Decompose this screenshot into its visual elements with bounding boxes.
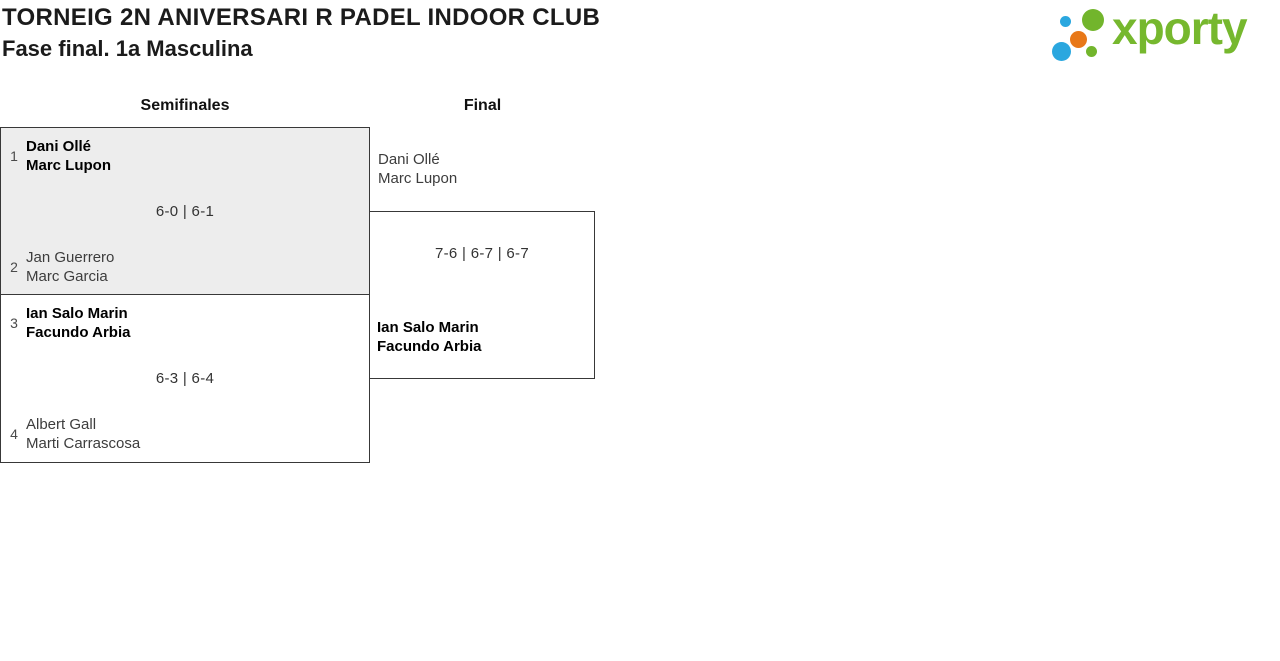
team-name-line: Marc Lupon xyxy=(378,170,458,187)
logo-dot-green-small-icon xyxy=(1086,46,1097,57)
semifinal-1-team-top: 1 Dani Ollé Marc Lupon xyxy=(7,137,111,175)
final-team-top: Dani Ollé Marc Lupon xyxy=(378,150,457,188)
team-name-line: Dani Ollé xyxy=(378,151,440,168)
round-label-final: Final xyxy=(463,97,502,114)
seed-number: 4 xyxy=(10,426,18,442)
logo-dot-green-big-icon xyxy=(1082,9,1104,31)
team-name-line: Marti Carrascosa xyxy=(26,435,141,452)
match-score: 6-0 | 6-1 xyxy=(155,203,215,220)
team-name-line: Marc Lupon xyxy=(26,157,111,174)
team-name-line: Ian Salo Marin xyxy=(26,305,128,322)
seed-number: 2 xyxy=(10,259,18,275)
team-names: Dani Ollé Marc Lupon xyxy=(26,137,111,175)
team-name-line: Jan Guerrero xyxy=(26,249,115,266)
round-label-semifinales: Semifinales xyxy=(140,97,230,114)
match-semifinal-1[interactable]: 1 Dani Ollé Marc Lupon 6-0 | 6-1 2 Jan G… xyxy=(0,127,370,295)
match-score: 7-6 | 6-7 | 6-7 xyxy=(434,245,529,262)
page-title: TORNEIG 2N ANIVERSARI R PADEL INDOOR CLU… xyxy=(2,4,601,31)
team-names: Albert Gall Marti Carrascosa xyxy=(26,415,140,453)
semifinal-1-team-bottom: 2 Jan Guerrero Marc Garcia xyxy=(7,248,114,286)
team-name-line: Marc Garcia xyxy=(26,268,108,285)
seed-number: 3 xyxy=(10,315,18,331)
seed-number: 1 xyxy=(10,148,18,164)
team-name-line: Facundo Arbia xyxy=(377,338,482,355)
logo-dot-blue-small-icon xyxy=(1060,16,1071,27)
match-semifinal-2[interactable]: 3 Ian Salo Marin Facundo Arbia 6-3 | 6-4… xyxy=(0,294,370,463)
semifinal-2-team-bottom: 4 Albert Gall Marti Carrascosa xyxy=(7,415,140,453)
team-name-line: Albert Gall xyxy=(26,416,97,433)
page-subtitle: Fase final. 1a Masculina xyxy=(2,36,253,61)
xporty-logo[interactable]: xporty xyxy=(1048,2,1280,68)
team-name-line: Dani Ollé xyxy=(26,138,92,155)
logo-dot-orange-icon xyxy=(1070,31,1087,48)
final-team-bottom: Ian Salo Marin Facundo Arbia xyxy=(377,318,481,356)
team-names: Jan Guerrero Marc Garcia xyxy=(26,248,114,286)
team-name-line: Facundo Arbia xyxy=(26,324,131,341)
semifinal-2-team-top: 3 Ian Salo Marin Facundo Arbia xyxy=(7,304,130,342)
match-final[interactable]: 7-6 | 6-7 | 6-7 Ian Salo Marin Facundo A… xyxy=(369,211,595,379)
logo-wordmark: xporty xyxy=(1112,2,1248,54)
logo-dot-blue-big-icon xyxy=(1052,42,1071,61)
team-names: Ian Salo Marin Facundo Arbia xyxy=(377,318,481,356)
team-name-line: Ian Salo Marin xyxy=(377,319,479,336)
team-names: Ian Salo Marin Facundo Arbia xyxy=(26,304,130,342)
match-score: 6-3 | 6-4 xyxy=(155,370,215,387)
